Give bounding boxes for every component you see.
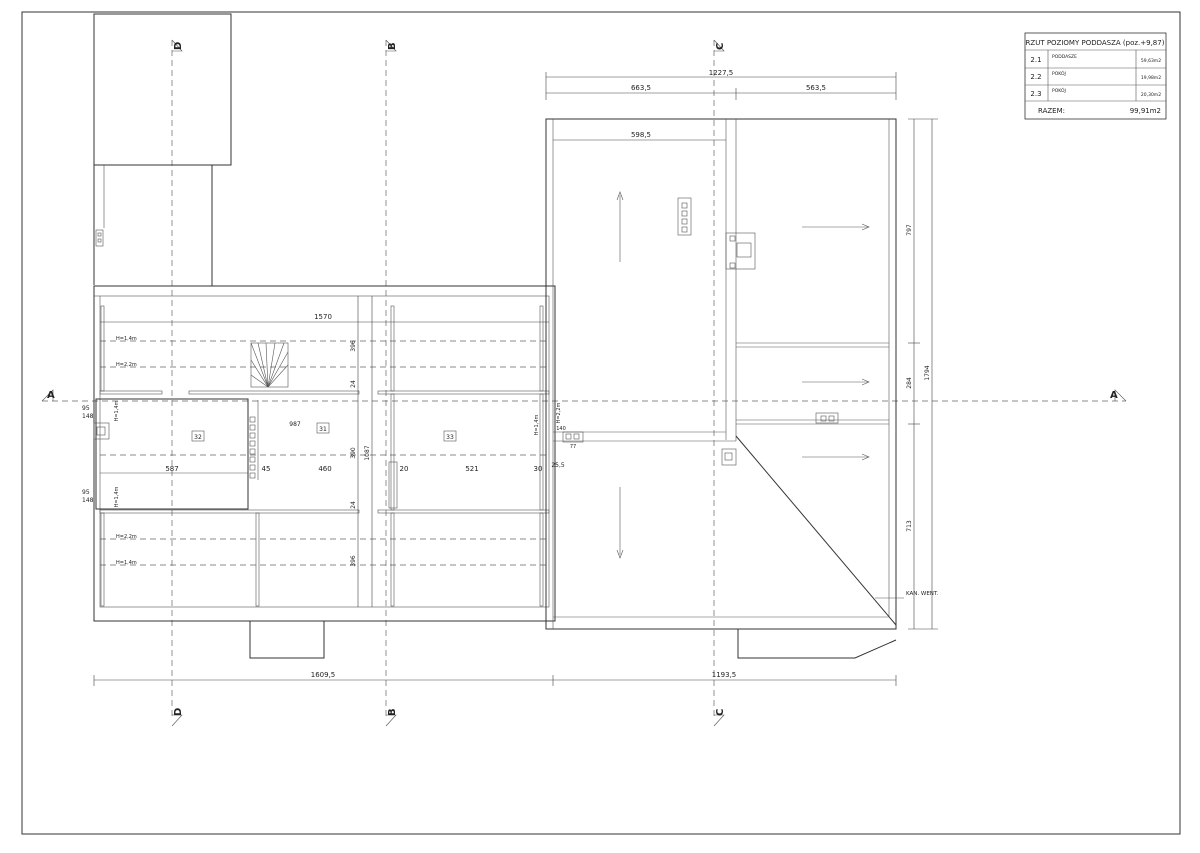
dim-bottom-right: 1193,5: [712, 671, 737, 679]
right-wing: [545, 118, 897, 659]
dim-521: 521: [465, 465, 478, 473]
room-tag-33-box: [443, 430, 457, 442]
room-no-2-3: 2.3: [1030, 90, 1041, 98]
dim-460: 460: [318, 465, 331, 473]
dim-annex-width: 598,5: [631, 131, 651, 139]
dim-148-top: 148: [82, 413, 94, 420]
axis-lines: [41, 39, 1127, 727]
room-name-2-3: POKÓJ: [1052, 87, 1066, 94]
dim-148-bottom: 148: [82, 497, 94, 504]
dimension-lines: [93, 72, 938, 686]
dim-30: 30: [534, 465, 543, 473]
height-vertical-3: H=1,4m: [534, 414, 540, 435]
dim-right-713: 713: [906, 520, 913, 532]
axis-label-b-bottom: B: [387, 708, 398, 716]
dim-top-right: 563,5: [806, 84, 826, 92]
height-vertical-2: H=1,4m: [114, 486, 120, 507]
dim-396-bottom: 396: [350, 555, 357, 567]
dim-396-top: 396: [350, 340, 357, 352]
dim-top-total: 1227,5: [709, 69, 734, 77]
axis-label-d-bottom: D: [173, 708, 184, 716]
room-no-2-1: 2.1: [1030, 56, 1041, 64]
room-tag-33: 33: [446, 434, 454, 441]
dim-45: 45: [262, 465, 271, 473]
dim-right-797: 797: [906, 224, 913, 236]
title-block-heading: RZUT POZIOMY PODDASZA (poz.+9,87): [1026, 39, 1165, 47]
dim-140: 140: [556, 426, 566, 432]
axis-label-b-top: B: [387, 42, 398, 50]
dim-top-left: 663,5: [631, 84, 651, 92]
room-area-2-1: 59,63m2: [1141, 58, 1161, 64]
height-h14-top: H=1,4m: [116, 336, 137, 342]
height-h22-bottom: H=2,2m: [116, 534, 137, 540]
room-name-2-2: POKÓJ: [1052, 70, 1066, 77]
note-kan-went: KAN. WENT.: [906, 591, 939, 597]
room-tag-31-box: [316, 422, 330, 434]
height-h22-top: H=2,2m: [116, 362, 137, 368]
room-no-2-2: 2.2: [1030, 73, 1041, 81]
room-area-2-3: 20,30m2: [1141, 92, 1161, 98]
axis-label-a-left: A: [47, 390, 55, 401]
room-tag-32: 32: [194, 434, 202, 441]
height-vertical-4: H=2,2m: [556, 402, 562, 423]
dim-right-284: 284: [906, 377, 913, 389]
axis-label-a-right: A: [1110, 390, 1118, 401]
dim-bottom-left: 1609,5: [311, 671, 336, 679]
dim-587: 587: [165, 465, 178, 473]
room-area-2-2: 19,98m2: [1141, 75, 1161, 81]
axis-label-c-top: C: [715, 43, 726, 50]
title-block: RZUT POZIOMY PODDASZA (poz.+9,87) 2.1 PO…: [1024, 32, 1167, 120]
sheet-frame: [21, 11, 1181, 835]
room-tag-31: 31: [319, 426, 327, 433]
total-value: 99,91m2: [1130, 107, 1161, 115]
axis-label-c-bottom: C: [715, 709, 726, 716]
neighbour-building: [93, 13, 232, 286]
dim-right-1794: 1794: [924, 365, 931, 380]
height-vertical-1: H=1,4m: [114, 400, 120, 421]
dim-25-5: 25,5: [551, 462, 565, 469]
dim-left-wing-width: 1570: [314, 313, 332, 321]
axis-label-d-top: D: [173, 42, 184, 50]
left-wing: [93, 285, 556, 659]
total-label: RAZEM:: [1038, 107, 1065, 115]
dim-1087: 1087: [364, 445, 371, 460]
dim-987: 987: [289, 421, 301, 428]
height-h14-bottom: H=1,4m: [116, 560, 137, 566]
dim-20: 20: [400, 465, 409, 473]
dim-95-bottom: 95: [82, 489, 90, 496]
dim-390: 390: [350, 447, 357, 459]
dim-24-top: 24: [350, 380, 357, 388]
dim-24-bottom: 24: [350, 501, 357, 509]
dim-95-top: 95: [82, 405, 90, 412]
room-tag-32-box: [191, 430, 205, 442]
dim-77: 77: [570, 444, 576, 450]
room-name-2-1: PODDASZE: [1052, 54, 1077, 60]
